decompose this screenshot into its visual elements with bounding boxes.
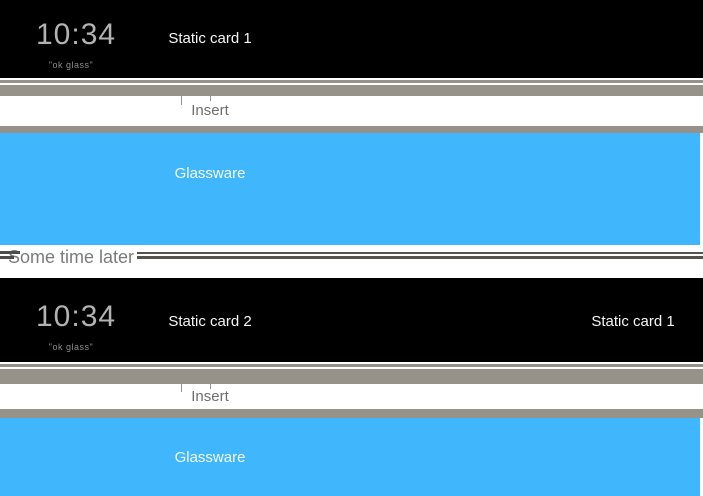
timeline-strip-thin: [0, 80, 703, 83]
ok-glass-hint: "ok glass": [48, 342, 94, 352]
timeline-after-home-card: 10:34 "ok glass" Static card 2 Static ca…: [0, 278, 703, 362]
insert-card-center-seam: [210, 384, 211, 389]
glassware-card-before: Glassware: [0, 133, 700, 245]
insert-row: Insert: [0, 96, 703, 126]
insert-label: Insert: [191, 102, 229, 119]
timeline-strip-bar: [0, 369, 703, 384]
insert-card-center-seam: [210, 96, 211, 101]
timeline-strip-below-insert: [0, 409, 703, 418]
timeline-strip-below-insert: [0, 126, 703, 133]
static-card-1-label: Static card 1: [591, 313, 675, 330]
time-gap-line-lower: [0, 256, 703, 259]
ok-glass-hint: "ok glass": [48, 60, 94, 70]
timeline-before-home-card: 10:34 "ok glass" Static card 1: [0, 0, 703, 78]
insert-card-left-seam: [181, 384, 182, 392]
insert-row: Insert: [0, 384, 703, 409]
glassware-card-after: Glassware: [0, 418, 700, 496]
clock-text: 10:34: [36, 18, 117, 51]
glassware-label: Glassware: [174, 449, 246, 466]
time-gap-stub-lower: [0, 256, 14, 259]
time-gap-line-upper: [0, 252, 703, 254]
static-card-1-label: Static card 1: [168, 30, 252, 47]
home-clock-block: 10:34 "ok glass": [36, 300, 117, 353]
home-clock-block: 10:34 "ok glass": [36, 18, 117, 71]
glassware-label: Glassware: [174, 165, 246, 182]
timeline-strip-bar: [0, 85, 703, 96]
clock-text: 10:34: [36, 300, 117, 333]
insert-label: Insert: [191, 388, 229, 405]
time-gap-stub-upper: [0, 251, 20, 254]
time-gap-label: Some time later: [5, 246, 138, 268]
insert-card-left-seam: [181, 96, 182, 105]
timeline-strip-thin: [0, 364, 703, 367]
static-card-2-label: Static card 2: [168, 313, 252, 330]
